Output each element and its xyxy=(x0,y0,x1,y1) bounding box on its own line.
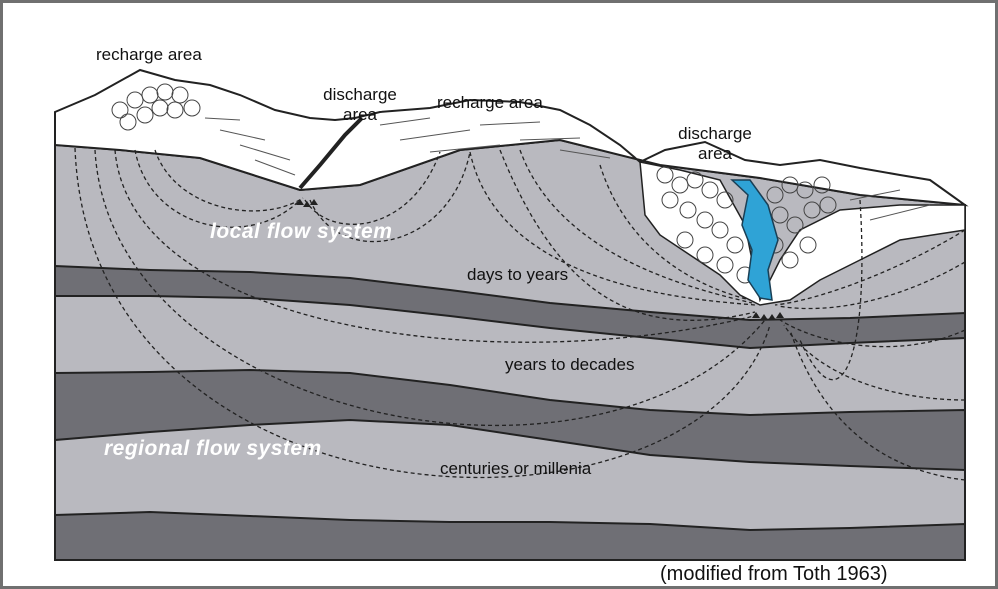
discharge-area-right-label: discharge area xyxy=(665,124,765,163)
recharge-area-middle-label: recharge area xyxy=(437,93,543,113)
recharge-area-left-label: recharge area xyxy=(96,45,202,65)
discharge-right-line2: area xyxy=(665,144,765,164)
discharge-right-line1: discharge xyxy=(665,124,765,144)
local-flow-system-label: local flow system xyxy=(210,220,392,244)
citation-label: (modified from Toth 1963) xyxy=(660,563,888,586)
discharge-mid-line1: discharge xyxy=(305,85,415,105)
days-to-years-label: days to years xyxy=(467,265,568,285)
discharge-area-middle-label: discharge area xyxy=(305,85,415,124)
centuries-label: centuries or millenia xyxy=(440,459,591,479)
aquifer-block xyxy=(55,140,965,560)
years-to-decades-label: years to decades xyxy=(505,355,634,375)
regional-flow-system-label: regional flow system xyxy=(104,437,322,461)
discharge-mid-line2: area xyxy=(305,105,415,125)
